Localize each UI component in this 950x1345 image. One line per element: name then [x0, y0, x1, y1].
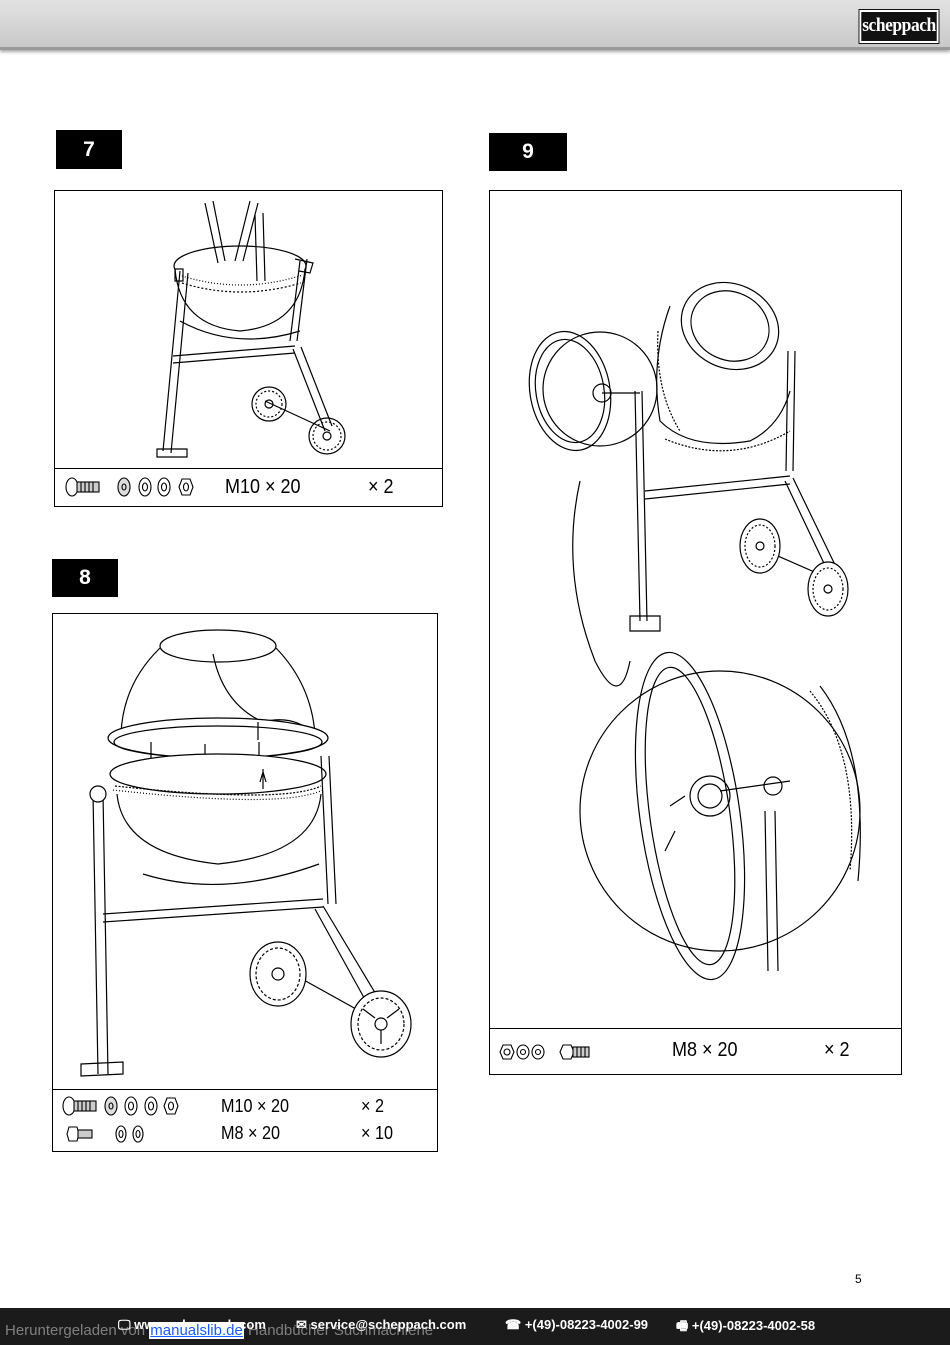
- email-text: service@scheppach.com: [310, 1317, 467, 1332]
- step-9-hardware-icons: [499, 1044, 590, 1060]
- step-9-illustration: [528, 281, 861, 981]
- footer-bar: 🖵 www.scheppach.com ✉ service@scheppach.…: [0, 1308, 950, 1345]
- step-9-label: 9: [489, 133, 567, 171]
- scheppach-logo: scheppach: [858, 9, 940, 44]
- phone-item[interactable]: ☎ +(49)-08223-4002-99: [505, 1317, 648, 1333]
- step-8-illustration: [80, 629, 412, 1077]
- step-8-label: 8: [52, 559, 118, 597]
- step-7-label: 7: [56, 130, 122, 169]
- header-bar: scheppach: [0, 0, 950, 50]
- watermark-suffix: Handbücher Suchmachiene: [248, 1322, 434, 1339]
- fax-icon: 🖷: [676, 1318, 692, 1333]
- step-9-qty: × 2: [824, 1039, 850, 1061]
- fax-item[interactable]: 🖷 +(49)-08223-4002-58: [676, 1317, 815, 1339]
- step-8-qty-2: × 10: [361, 1123, 393, 1143]
- step-7-illustration: [156, 200, 346, 458]
- step-9-panel: M8 × 20 × 2: [489, 190, 902, 1075]
- step-8-parts-list: M10 × 20 × 2 M8 × 20 × 10: [53, 1089, 437, 1151]
- step-9-spec: M8 × 20: [672, 1039, 738, 1061]
- fax-text: +(49)-08223-4002-58: [691, 1318, 816, 1333]
- step-8-hardware-icons: [62, 1096, 179, 1143]
- step-8-panel: M10 × 20 × 2 M8 × 20 × 10: [52, 613, 438, 1152]
- page-number: 5: [855, 1272, 862, 1286]
- email-item[interactable]: ✉ service@scheppach.com: [296, 1317, 466, 1333]
- step-8-spec-2: M8 × 20: [221, 1123, 280, 1143]
- download-watermark: Heruntergeladen von manualslib.de Handbü…: [5, 1322, 433, 1339]
- computer-icon: 🖵: [118, 1317, 135, 1332]
- manualslib-link[interactable]: manualslib.de: [149, 1322, 244, 1339]
- watermark-prefix: Heruntergeladen von: [5, 1322, 146, 1339]
- step-9-parts-list: M8 × 20 × 2: [490, 1028, 901, 1074]
- step-8-spec-1: M10 × 20: [221, 1096, 290, 1116]
- step-7-spec: M10 × 20: [225, 476, 301, 498]
- phone-text: +(49)-08223-4002-99: [524, 1317, 649, 1332]
- step-7-panel: M10 × 20 × 2: [54, 190, 443, 507]
- phone-icon: ☎: [505, 1317, 525, 1332]
- step-8-qty-1: × 2: [361, 1096, 384, 1116]
- step-7-qty: × 2: [368, 476, 394, 498]
- mail-icon: ✉: [296, 1317, 311, 1332]
- step-7-parts-list: M10 × 20 × 2: [55, 468, 442, 506]
- step-7-hardware-icons: [65, 477, 194, 497]
